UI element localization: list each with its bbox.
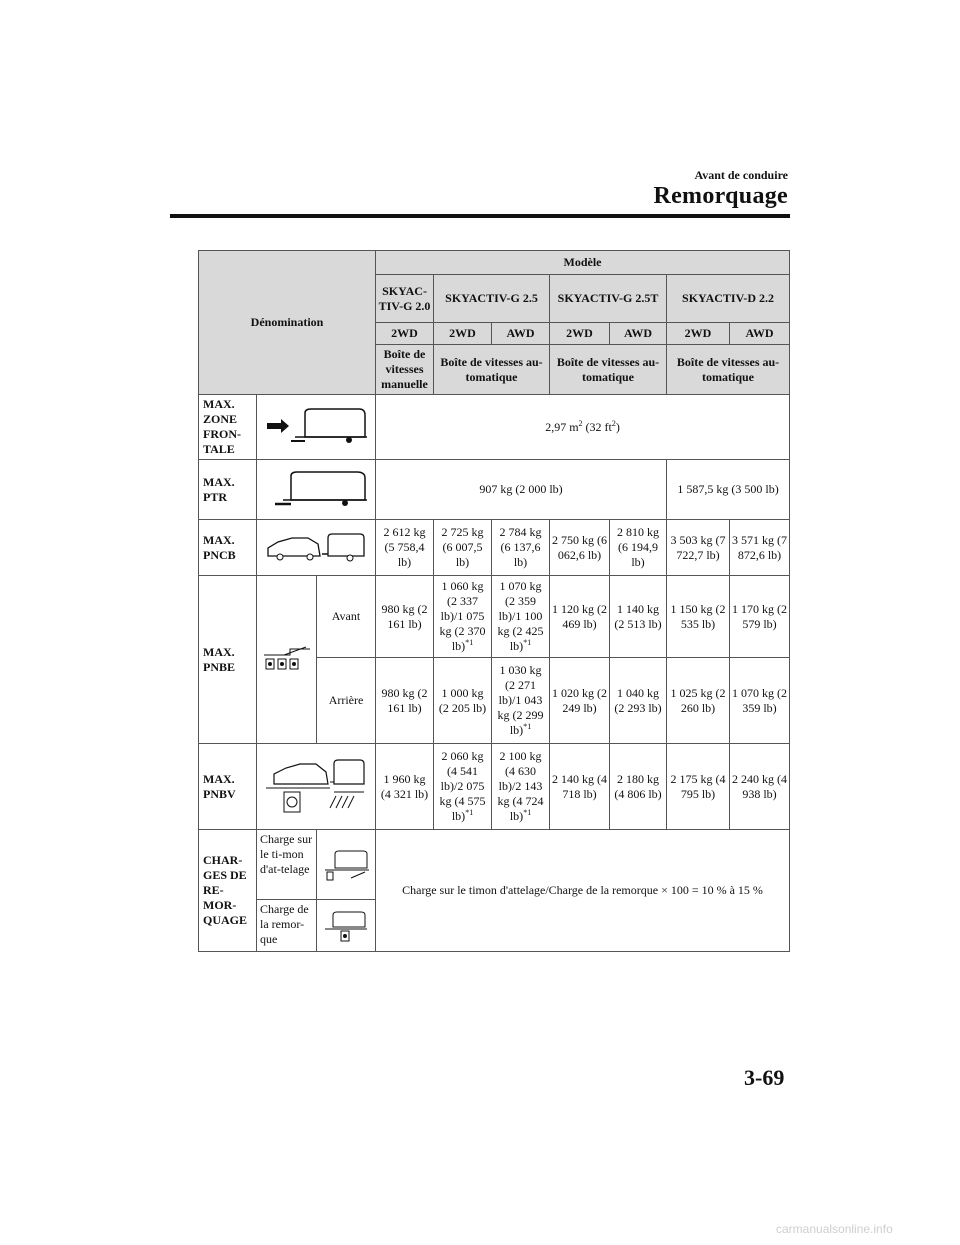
- gearbox-header: Boîte de vitesses au-tomatique: [549, 344, 668, 395]
- pnbe-front-value: 1 140 kg (2 513 lb): [609, 575, 668, 658]
- pnbv-label: MAX. PNBV: [198, 743, 257, 830]
- pncb-value: 2 612 kg (5 758,4 lb): [375, 519, 435, 576]
- frontal-area-icon: [255, 394, 377, 460]
- pnbe-front-value: 1 120 kg (2 469 lb): [549, 575, 611, 658]
- footnote-mark: *1: [465, 638, 474, 647]
- pnbv-value: 2 175 kg (4 795 lb): [666, 743, 731, 830]
- pnbv-value: 2 240 kg (4 938 lb): [729, 743, 791, 830]
- engine-header: SKYACTIV-G 2.5T: [549, 274, 668, 323]
- footer-watermark: carmanualsonline.info: [776, 1222, 893, 1236]
- pnbe-rear-value: 1 070 kg (2 359 lb): [729, 657, 791, 744]
- gearbox-header: Boîte de vitesses au-tomatique: [433, 344, 551, 395]
- ptr-value-gasoline: 907 kg (2 000 lb): [375, 459, 668, 520]
- pnbe-rear-value: 1 020 kg (2 249 lb): [549, 657, 611, 744]
- pnbe-front-value: 1 070 kg (2 359 lb)/1 100 kg (2 425 lb)*…: [491, 575, 551, 658]
- pncb-value: 2 784 kg (6 137,6 lb): [491, 519, 551, 576]
- axle-scale-icon: [256, 575, 317, 744]
- pncb-label: MAX. PNCB: [198, 519, 257, 576]
- pnbe-front-value: 1 170 kg (2 579 lb): [729, 575, 791, 658]
- tongue-load-icon: [315, 829, 377, 900]
- engine-header: SKYACTIV-D 2.2: [666, 274, 791, 323]
- towing-spec-table: Dénomination Modèle SKYAC-TIV-G 2.0 SKYA…: [197, 250, 791, 952]
- footnote-mark: *1: [465, 808, 474, 817]
- model-header: Modèle: [375, 250, 791, 275]
- trailer-icon: [255, 459, 377, 520]
- frontal-area-label: MAX. ZONE FRON-TALE: [198, 394, 257, 460]
- pnbv-value: 2 180 kg (4 806 lb): [609, 743, 668, 830]
- pnbe-rear-value: 1 000 kg (2 205 lb): [433, 657, 493, 744]
- trailer-load-icon: [315, 899, 377, 952]
- pnbe-rear-value: 980 kg (2 161 lb): [375, 657, 435, 744]
- footnote-mark: *1: [523, 638, 532, 647]
- gearbox-header: Boîte de vitesses manuelle: [375, 344, 435, 395]
- gearbox-header: Boîte de vitesses au-tomatique: [666, 344, 791, 395]
- title-rule: [170, 214, 790, 218]
- pncb-value: 3 503 kg (7 722,7 lb): [666, 519, 731, 576]
- drive-header: 2WD: [375, 322, 435, 345]
- page-number: 3-69: [744, 1065, 785, 1090]
- pnbv-value: 1 960 kg (4 321 lb): [375, 743, 435, 830]
- pnbv-value: 2 140 kg (4 718 lb): [549, 743, 611, 830]
- pncb-value: 2 750 kg (6 062,6 lb): [549, 519, 611, 576]
- pnbv-value: 2 060 kg (4 541 lb)/2 075 kg (4 575 lb)*…: [433, 743, 493, 830]
- pnbe-rear-value: 1 025 kg (2 260 lb): [666, 657, 731, 744]
- pnbe-front-value: 980 kg (2 161 lb): [375, 575, 435, 658]
- drive-header: 2WD: [666, 322, 731, 345]
- ptr-label: MAX. PTR: [198, 459, 257, 520]
- footnote-mark: *1: [523, 808, 532, 817]
- pnbe-front-value: 1 150 kg (2 535 lb): [666, 575, 731, 658]
- pncb-value: 3 571 kg (7 872,6 lb): [729, 519, 791, 576]
- drive-header: AWD: [491, 322, 551, 345]
- pncb-value: 2 725 kg (6 007,5 lb): [433, 519, 493, 576]
- vehicle-scale-icon: [255, 743, 377, 830]
- drive-header: AWD: [729, 322, 791, 345]
- pnbv-value: 2 100 kg (4 630 lb)/2 143 kg (4 724 lb)*…: [491, 743, 551, 830]
- footnote-mark: *1: [523, 722, 532, 731]
- pnbe-rear-value: 1 040 kg (2 293 lb): [609, 657, 668, 744]
- frontal-area-value: 2,97 m2 (32 ft2): [375, 394, 791, 460]
- car-trailer-icon: [255, 519, 377, 576]
- pncb-value: 2 810 kg (6 194,9 lb): [609, 519, 668, 576]
- pnbe-label: MAX. PNBE: [198, 575, 257, 744]
- page-title: Remorquage: [653, 183, 788, 209]
- drive-header: AWD: [609, 322, 668, 345]
- drive-header: 2WD: [549, 322, 611, 345]
- denomination-header: Dénomination: [197, 250, 377, 395]
- pnbe-front-label: Avant: [315, 575, 377, 658]
- ptr-value-diesel: 1 587,5 kg (3 500 lb): [666, 459, 791, 520]
- pnbe-front-value: 1 060 kg (2 337 lb)/1 075 kg (2 370 lb)*…: [433, 575, 493, 658]
- pnbe-rear-value: 1 030 kg (2 271 lb)/1 043 kg (2 299 lb)*…: [491, 657, 551, 744]
- section-subtitle: Avant de conduire: [694, 168, 788, 182]
- towing-loads-label: CHAR-GES DE RE-MOR-QUAGE: [198, 829, 257, 952]
- drive-header: 2WD: [433, 322, 493, 345]
- engine-header: SKYAC-TIV-G 2.0: [375, 274, 435, 323]
- trailer-load-label: Charge de la remor-que: [256, 899, 317, 952]
- engine-header: SKYACTIV-G 2.5: [433, 274, 551, 323]
- pnbe-rear-label: Arrière: [315, 657, 377, 744]
- tongue-load-formula: Charge sur le timon d'attelage/Charge de…: [375, 829, 791, 952]
- tongue-load-label: Charge sur le ti-mon d'at-telage: [256, 829, 317, 900]
